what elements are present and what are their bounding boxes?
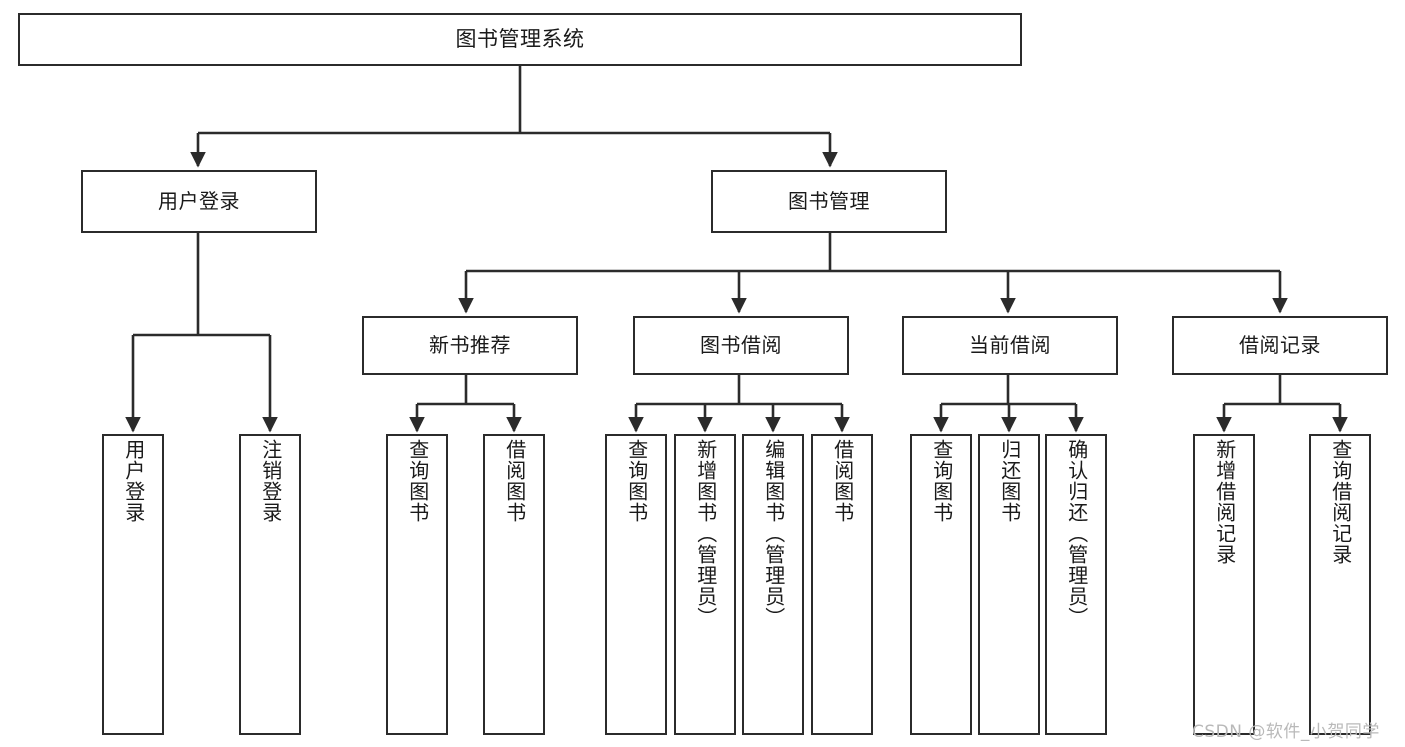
- node-leaf-borrow-query-book-label: 查询图书: [624, 439, 649, 523]
- node-leaf-logout[interactable]: 注销登录: [239, 434, 301, 735]
- node-leaf-newbook-query-book-label: 查询图书: [405, 439, 430, 523]
- node-root[interactable]: 图书管理系统: [18, 13, 1022, 66]
- node-leaf-user-login[interactable]: 用户登录: [102, 434, 164, 735]
- node-leaf-current-query-book[interactable]: 查询图书: [910, 434, 972, 735]
- node-book-manage-label: 图书管理: [788, 189, 870, 214]
- node-new-book-recommend-label: 新书推荐: [429, 333, 511, 358]
- node-leaf-newbook-borrow-book[interactable]: 借阅图书: [483, 434, 545, 735]
- node-leaf-borrow-book[interactable]: 借阅图书: [811, 434, 873, 735]
- node-leaf-user-login-label: 用户登录: [121, 439, 146, 523]
- node-leaf-confirm-return-admin[interactable]: 确认归还（管理员）: [1045, 434, 1107, 735]
- node-root-label: 图书管理系统: [455, 26, 585, 51]
- node-leaf-logout-label: 注销登录: [258, 439, 283, 523]
- node-user-login-label: 用户登录: [158, 189, 240, 214]
- node-book-borrow[interactable]: 图书借阅: [633, 316, 849, 375]
- node-leaf-borrow-book-label: 借阅图书: [830, 439, 855, 523]
- node-book-manage[interactable]: 图书管理: [711, 170, 947, 233]
- node-leaf-edit-book-admin[interactable]: 编辑图书（管理员）: [742, 434, 804, 735]
- node-leaf-add-book-admin[interactable]: 新增图书（管理员）: [674, 434, 736, 735]
- node-leaf-query-borrow-record[interactable]: 查询借阅记录: [1309, 434, 1371, 735]
- node-leaf-newbook-query-book[interactable]: 查询图书: [386, 434, 448, 735]
- node-leaf-confirm-return-admin-label: 确认归还（管理员）: [1064, 439, 1089, 628]
- node-new-book-recommend[interactable]: 新书推荐: [362, 316, 578, 375]
- node-user-login[interactable]: 用户登录: [81, 170, 317, 233]
- csdn-watermark: CSDN @软件_小贺同学: [1192, 722, 1380, 742]
- node-leaf-query-borrow-record-label: 查询借阅记录: [1328, 439, 1353, 565]
- node-current-borrow-label: 当前借阅: [969, 333, 1051, 358]
- node-leaf-edit-book-admin-label: 编辑图书（管理员）: [761, 439, 786, 628]
- node-leaf-current-query-book-label: 查询图书: [929, 439, 954, 523]
- node-leaf-borrow-query-book[interactable]: 查询图书: [605, 434, 667, 735]
- node-leaf-return-book-label: 归还图书: [997, 439, 1022, 523]
- node-leaf-add-borrow-record[interactable]: 新增借阅记录: [1193, 434, 1255, 735]
- node-leaf-newbook-borrow-book-label: 借阅图书: [502, 439, 527, 523]
- node-leaf-return-book[interactable]: 归还图书: [978, 434, 1040, 735]
- node-leaf-add-borrow-record-label: 新增借阅记录: [1212, 439, 1237, 565]
- node-borrow-record[interactable]: 借阅记录: [1172, 316, 1388, 375]
- node-leaf-add-book-admin-label: 新增图书（管理员）: [693, 439, 718, 628]
- node-current-borrow[interactable]: 当前借阅: [902, 316, 1118, 375]
- node-book-borrow-label: 图书借阅: [700, 333, 782, 358]
- node-borrow-record-label: 借阅记录: [1239, 333, 1321, 358]
